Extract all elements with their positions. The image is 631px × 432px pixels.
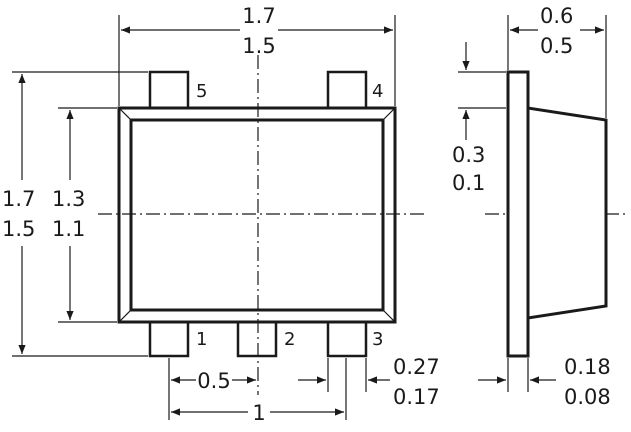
svg-text:0.08: 0.08 (564, 385, 611, 409)
pin-4 (326, 70, 368, 112)
pin-2-label: 2 (284, 329, 295, 350)
package-body-inner (129, 118, 385, 312)
lead-width-dimension: 0.27 0.17 (298, 355, 440, 409)
pin-5 (148, 70, 190, 112)
overall-width-dimension: 1.7 1.5 (118, 4, 396, 106)
side-lead (506, 70, 530, 358)
thickness-dimension: 0.6 0.5 (507, 4, 607, 118)
pin-2 (236, 318, 278, 358)
svg-text:1.1: 1.1 (52, 217, 85, 241)
pin-3 (326, 318, 368, 358)
overall-height-dimension: 1.7 1.5 (2, 71, 148, 357)
svg-text:0.17: 0.17 (393, 385, 440, 409)
package-body (117, 106, 397, 324)
body-height-dimension: 1.3 1.1 (52, 107, 117, 323)
svg-text:0.5: 0.5 (540, 34, 573, 58)
svg-text:0.3: 0.3 (452, 143, 485, 167)
lead-thickness-dimension: 0.18 0.08 (478, 355, 611, 409)
pin-4-label: 4 (372, 81, 383, 102)
pin-pitch-dimension: 0.5 (168, 358, 256, 420)
pin-5-label: 5 (196, 81, 207, 102)
svg-text:0.5: 0.5 (197, 369, 230, 393)
svg-text:0.18: 0.18 (564, 355, 611, 379)
svg-text:1.3: 1.3 (52, 187, 85, 211)
pin-1 (148, 318, 190, 358)
svg-text:1: 1 (252, 401, 265, 425)
svg-text:0.1: 0.1 (452, 171, 485, 195)
body-bevel-corners (118, 107, 396, 323)
pin-1-label: 1 (196, 329, 207, 350)
pin-span-dimension: 1 (171, 358, 347, 425)
side-view: 0.6 0.5 0.3 0.1 0.18 0.08 (452, 4, 628, 409)
svg-text:0.27: 0.27 (393, 355, 440, 379)
pin-3-label: 3 (372, 329, 383, 350)
svg-text:1.5: 1.5 (242, 34, 275, 58)
lead-offset-dimension: 0.3 0.1 (452, 42, 506, 195)
svg-text:1.5: 1.5 (2, 217, 35, 241)
svg-text:1.7: 1.7 (2, 187, 35, 211)
svg-text:1.7: 1.7 (242, 4, 275, 28)
svg-text:0.6: 0.6 (540, 4, 573, 28)
top-view: 5 4 1 2 3 1.7 1.5 1.7 1.5 1 (2, 4, 440, 425)
